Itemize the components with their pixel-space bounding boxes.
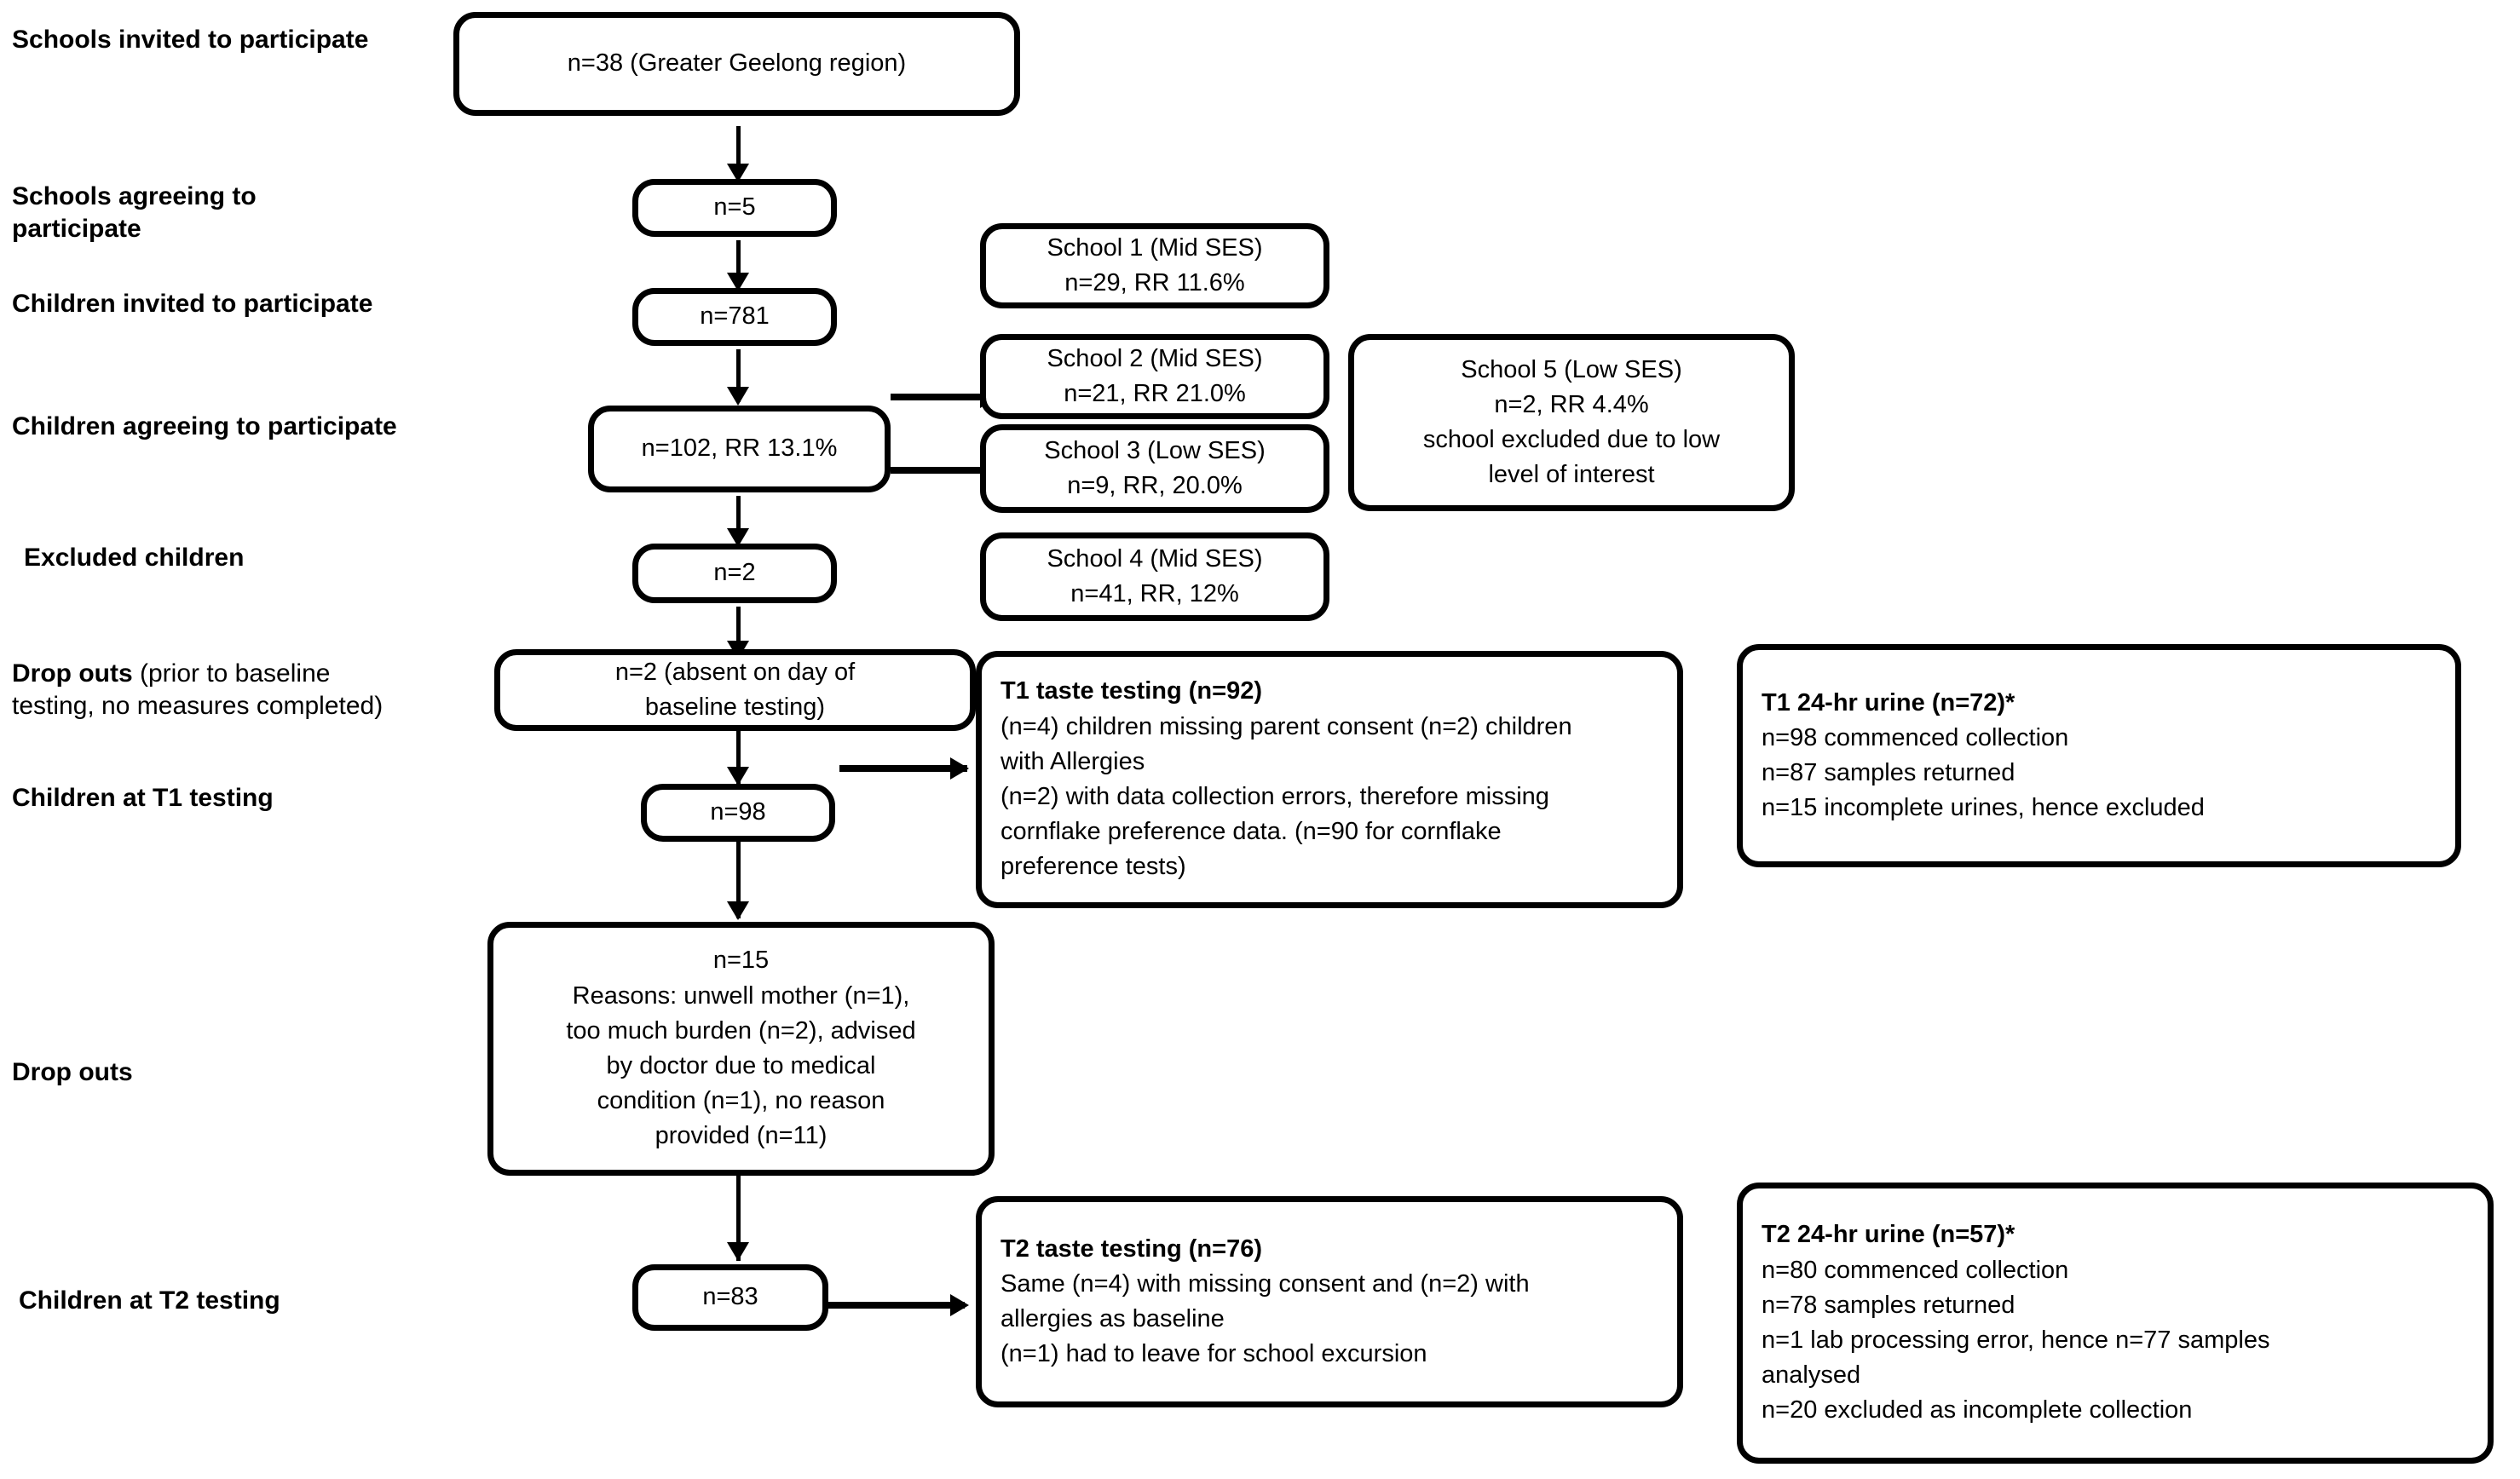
box-dropouts-line4: by doctor due to medical [606,1052,876,1079]
box-school-3-line2: n=9, RR, 20.0% [1067,472,1243,499]
stage-label-children-t2: Children at T2 testing [19,1286,280,1315]
box-dropouts-line2: Reasons: unwell mother (n=1), [572,981,910,1010]
box-t2-urine-line1: n=80 commenced collection [1762,1256,2069,1284]
box-school-1-line1: School 1 (Mid SES) [1047,233,1263,262]
box-school-5-line2: n=2, RR 4.4% [1494,390,1649,418]
box-children-agreed[interactable]: n=102, RR 13.1% [588,406,891,492]
box-children-agreed-line1: n=102, RR 13.1% [641,434,838,463]
branch-arrow-t2-taste [950,1294,969,1316]
stage-label-children-invited: Children invited to participate [12,290,373,318]
box-t1-24hr-urine[interactable]: T1 24-hr urine (n=72)* n=98 commenced co… [1737,644,2461,867]
box-excluded-children-line1: n=2 [713,559,756,587]
box-t2-taste-testing[interactable]: T2 taste testing (n=76) Same (n=4) with … [976,1196,1683,1407]
box-t2-urine-line4: analysed [1762,1361,1861,1390]
box-children-t2[interactable]: n=83 [632,1264,828,1331]
box-school-1[interactable]: School 1 (Mid SES) n=29, RR 11.6% [980,223,1329,308]
dropouts-baseline-rest: (prior to baseline testing, no measures … [12,659,383,721]
box-school-2-line1: School 2 (Mid SES) [1047,344,1263,372]
box-t1-taste-line3: (n=2) with data collection errors, there… [1001,783,1549,810]
branch-line-school3 [891,467,1000,474]
box-t1-urine-header: T1 24-hr urine (n=72)* [1762,688,2015,716]
box-t2-urine-line3: n=1 lab processing error, hence n=77 sam… [1762,1326,2270,1354]
box-schools-agreed[interactable]: n=5 [632,179,837,237]
stage-label-excluded-children: Excluded children [24,544,245,572]
connector-arrow-8 [727,1242,749,1261]
box-t1-taste-line5: preference tests) [1001,853,1186,881]
branch-line-t1-taste [839,765,967,772]
box-t2-urine-line5: n=20 excluded as incomplete collection [1762,1396,2193,1424]
box-children-t2-line1: n=83 [702,1283,758,1311]
box-school-2[interactable]: School 2 (Mid SES) n=21, RR 21.0% [980,334,1329,419]
box-t2-taste-line2: allergies as baseline [1001,1305,1225,1332]
box-t2-urine-line2: n=78 samples returned [1762,1291,2015,1319]
branch-line-school2 [891,394,1000,400]
connector-arrow-2 [727,273,749,291]
connector-line-1 [736,126,741,177]
connector-arrow-4 [727,528,749,547]
box-school-3-line1: School 3 (Low SES) [1044,436,1266,464]
box-t2-24hr-urine[interactable]: T2 24-hr urine (n=57)* n=80 commenced co… [1737,1183,2494,1464]
box-dropouts-line3: too much burden (n=2), advised [566,1016,916,1045]
stage-label-dropouts: Drop outs [12,1058,133,1086]
branch-line-t2-taste [828,1302,965,1309]
box-school-5-excluded[interactable]: School 5 (Low SES) n=2, RR 4.4% school e… [1348,334,1795,511]
box-schools-invited[interactable]: n=38 (Greater Geelong region) [453,12,1020,116]
stage-label-children-agreeing: Children agreeing to participate [12,412,397,440]
connector-arrow-7 [727,901,749,920]
connector-line-8 [736,1176,741,1261]
box-dropouts-line6: provided (n=11) [655,1122,828,1150]
box-children-t1[interactable]: n=98 [641,784,835,842]
box-t2-taste-line3: (n=1) had to leave for school excursion [1001,1340,1427,1368]
box-schools-agreed-line1: n=5 [713,193,756,222]
box-dropouts[interactable]: n=15 Reasons: unwell mother (n=1), too m… [487,922,995,1176]
box-t2-taste-line1: Same (n=4) with missing consent and (n=2… [1001,1269,1530,1298]
box-schools-invited-line1: n=38 (Greater Geelong region) [567,49,907,78]
connector-line-6 [736,731,741,784]
box-t2-urine-header: T2 24-hr urine (n=57)* [1762,1221,2015,1249]
connector-line-3 [736,349,741,402]
box-excluded-children[interactable]: n=2 [632,544,837,603]
connector-line-7 [736,842,741,918]
box-school-4-line2: n=41, RR, 12% [1070,580,1239,607]
box-dropouts-line5: condition (n=1), no reason [597,1087,885,1115]
box-t2-taste-header: T2 taste testing (n=76) [1001,1234,1262,1263]
connector-arrow-6 [727,767,749,786]
box-school-1-line2: n=29, RR 11.6% [1064,269,1245,296]
dropouts-baseline-bold: Drop outs [12,659,133,688]
box-children-t1-line1: n=98 [710,798,766,826]
box-dropouts-line1: n=15 [712,947,770,975]
connector-arrow-1 [727,164,749,182]
box-dropouts-baseline-line1: n=2 (absent on day of [614,658,856,686]
stage-label-schools-agreeing: Schools agreeing to participate [12,182,257,244]
box-t1-taste-line2: with Allergies [1001,747,1145,775]
box-children-invited-line1: n=781 [700,302,770,331]
box-school-2-line2: n=21, RR 21.0% [1064,380,1246,407]
connector-arrow-3 [727,387,749,406]
box-dropouts-baseline-line2: baseline testing) [644,693,826,721]
stage-label-dropouts-baseline: Drop outs (prior to baseline testing, no… [12,658,489,723]
box-t1-urine-line2: n=87 samples returned [1762,759,2015,786]
box-school-5-line3: school excluded due to low [1422,426,1721,453]
branch-arrow-t1-taste [950,757,969,780]
box-t1-taste-line4: cornflake preference data. (n=90 for cor… [1001,818,1502,846]
box-t1-urine-line1: n=98 commenced collection [1762,723,2069,751]
box-school-5-line1: School 5 (Low SES) [1461,355,1682,383]
box-t1-urine-line3: n=15 incomplete urines, hence excluded [1762,794,2205,822]
box-children-invited[interactable]: n=781 [632,288,837,346]
connector-line-5 [736,607,741,653]
box-dropouts-baseline[interactable]: n=2 (absent on day of baseline testing) [494,649,976,731]
stage-label-schools-invited: Schools invited to participate [12,26,369,54]
connector-line-4 [736,496,741,540]
box-t1-taste-testing[interactable]: T1 taste testing (n=92) (n=4) children m… [976,651,1683,908]
stage-label-children-t1: Children at T1 testing [12,784,274,812]
box-school-3[interactable]: School 3 (Low SES) n=9, RR, 20.0% [980,424,1329,513]
box-t1-taste-header: T1 taste testing (n=92) [1001,677,1262,705]
box-school-4-line1: School 4 (Mid SES) [1047,544,1263,573]
connector-line-2 [736,240,741,285]
box-t1-taste-line1: (n=4) children missing parent consent (n… [1001,712,1572,740]
box-school-4[interactable]: School 4 (Mid SES) n=41, RR, 12% [980,532,1329,621]
box-school-5-line4: level of interest [1488,461,1655,489]
